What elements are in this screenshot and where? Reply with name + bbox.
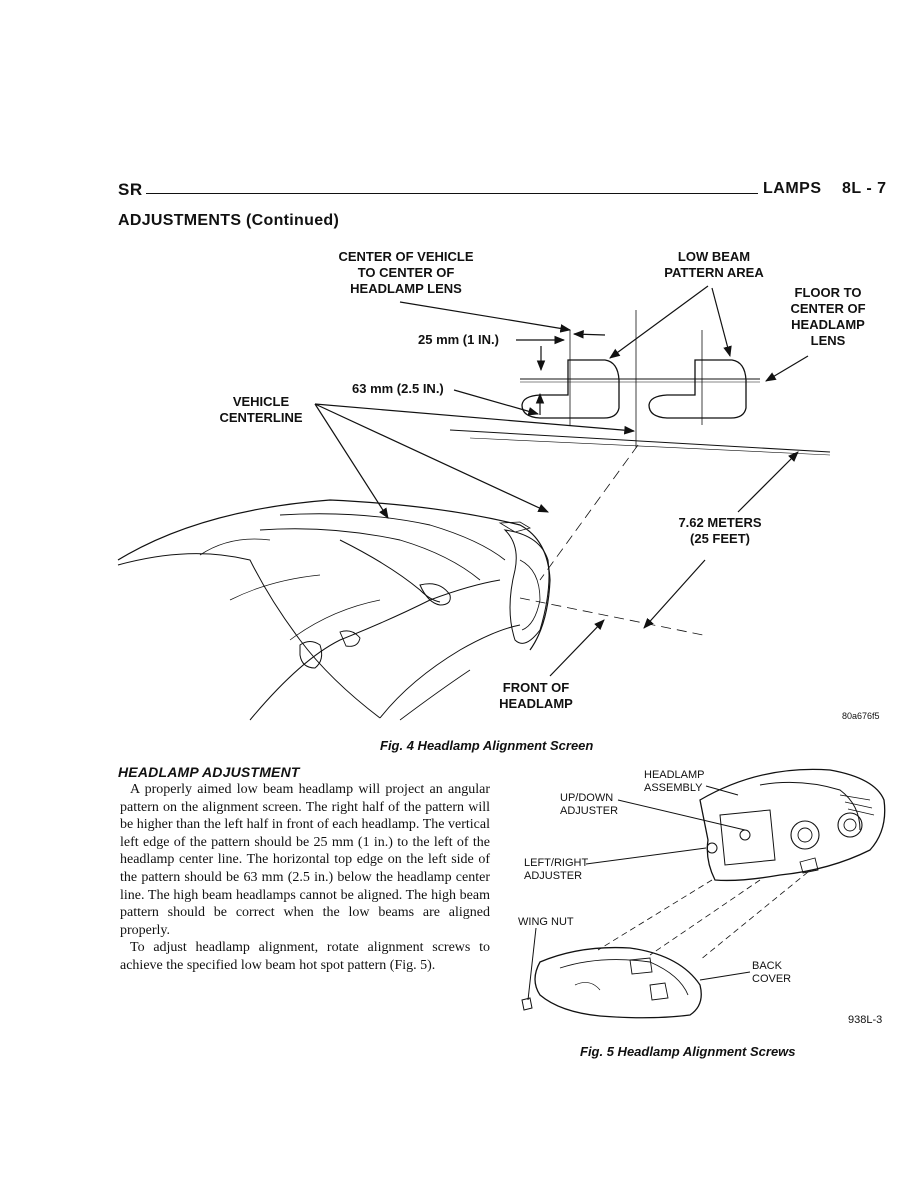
header-model: SR bbox=[118, 180, 143, 199]
header-rule bbox=[146, 193, 758, 194]
figure-5-code: 938L-3 bbox=[848, 1014, 883, 1026]
label-wing-nut: WING NUT bbox=[518, 916, 574, 928]
body-text: A properly aimed low beam headlamp will … bbox=[120, 781, 490, 975]
header-page-number: 8L - 7 bbox=[842, 180, 887, 197]
label-back-cover: BACK COVER bbox=[752, 960, 792, 985]
label-dimension-63mm: 63 mm (2.5 IN.) bbox=[352, 381, 444, 396]
label-vehicle-centerline: VEHICLE CENTERLINE bbox=[219, 394, 303, 425]
label-headlamp-assembly: HEADLAMP ASSEMBLY bbox=[644, 769, 705, 794]
label-front-of-headlamp: FRONT OF HEADLAMP bbox=[499, 680, 573, 711]
paragraph-1: A properly aimed low beam headlamp will … bbox=[120, 782, 490, 938]
label-distance-7-62-meters: 7.62 METERS (25 FEET) bbox=[678, 515, 762, 546]
label-up-down-adjuster: UP/DOWN ADJUSTER bbox=[560, 792, 619, 817]
paragraph-2: To adjust headlamp alignment, rotate ali… bbox=[120, 940, 490, 973]
label-floor-to-center: FLOOR TO CENTER OF HEADLAMP LENS bbox=[790, 285, 866, 348]
figure-4-caption: Fig. 4 Headlamp Alignment Screen bbox=[380, 738, 594, 753]
figure-5-caption: Fig. 5 Headlamp Alignment Screws bbox=[580, 1044, 796, 1059]
figure-4-code: 80a676f5 bbox=[842, 711, 880, 721]
label-low-beam-pattern-area: LOW BEAM PATTERN AREA bbox=[664, 249, 764, 280]
header-section: LAMPS bbox=[763, 180, 822, 197]
label-left-right-adjuster: LEFT/RIGHT ADJUSTER bbox=[524, 857, 589, 882]
label-dimension-25mm: 25 mm (1 IN.) bbox=[418, 332, 499, 347]
subsection-title: HEADLAMP ADJUSTMENT bbox=[118, 764, 300, 780]
section-title: ADJUSTMENTS (Continued) bbox=[118, 212, 340, 229]
label-center-of-vehicle: CENTER OF VEHICLE TO CENTER OF HEADLAMP … bbox=[338, 249, 474, 296]
